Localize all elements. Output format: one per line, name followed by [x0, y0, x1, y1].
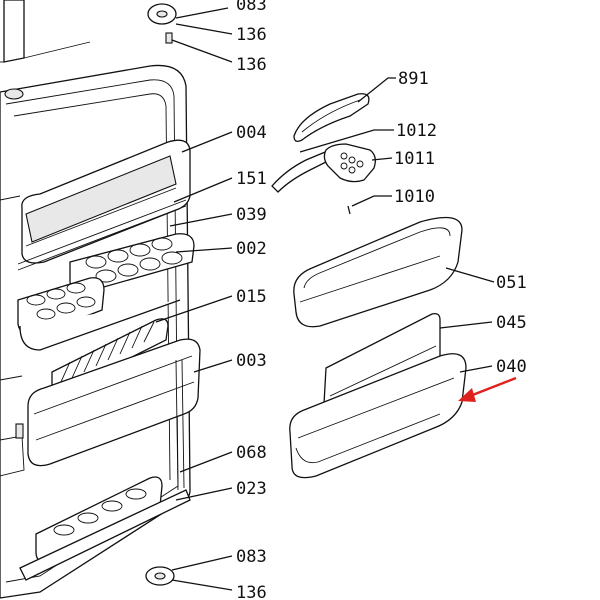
label-068: 068 — [236, 443, 267, 463]
part-023-bottom-shelf — [19, 476, 191, 581]
part-039-egg-tray-lower — [17, 277, 181, 351]
part-151-door-panel — [17, 199, 187, 271]
part-labels: 083 136 136 891 1012 1011 1010 004 151 0… — [236, 0, 527, 600]
part-891-handle — [293, 93, 370, 142]
label-003: 003 — [236, 351, 267, 371]
part-083-top-hinge — [147, 3, 177, 44]
label-023: 023 — [236, 479, 267, 499]
label-051: 051 — [496, 273, 527, 293]
label-bottom-136: 136 — [236, 583, 267, 600]
label-top-136b: 136 — [236, 55, 267, 75]
label-004: 004 — [236, 123, 267, 143]
label-top-136a: 136 — [236, 25, 267, 45]
label-045: 045 — [496, 313, 527, 333]
part-051-upper-door-balcony — [293, 216, 463, 328]
label-1012: 1012 — [396, 121, 437, 141]
label-002: 002 — [236, 239, 267, 259]
part-040-lower-door-balcony — [289, 353, 467, 479]
leader-lines — [155, 7, 495, 591]
red-arrow-indicator — [458, 376, 517, 402]
label-1011: 1011 — [394, 149, 435, 169]
label-1010: 1010 — [394, 187, 435, 207]
label-bottom-083: 083 — [236, 547, 267, 567]
label-top-083: 083 — [236, 0, 267, 15]
label-891: 891 — [398, 69, 429, 89]
part-1010-screw — [347, 205, 351, 215]
label-015: 015 — [236, 287, 267, 307]
part-1011-handle-cap — [323, 143, 376, 183]
label-151: 151 — [236, 169, 267, 189]
part-003-door-shelf — [27, 338, 201, 467]
label-040: 040 — [496, 357, 527, 377]
label-039: 039 — [236, 205, 267, 225]
part-068-seal-strip — [175, 359, 185, 491]
part-083-bottom-hinge — [145, 566, 175, 586]
